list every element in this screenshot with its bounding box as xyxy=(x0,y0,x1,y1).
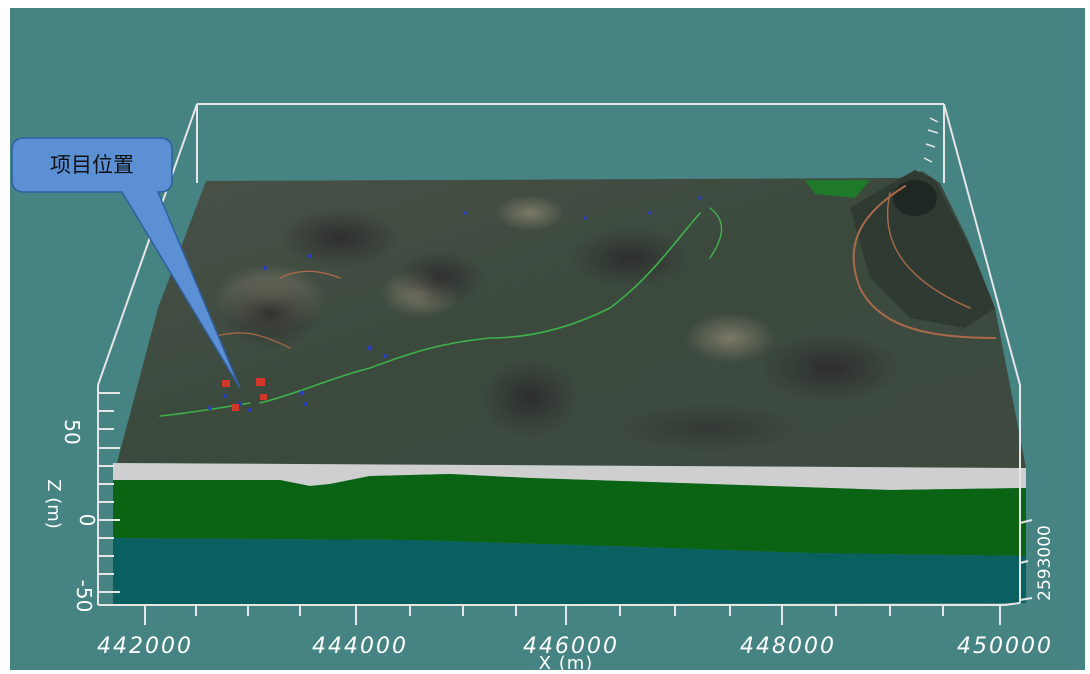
x-tick-label: 444000 xyxy=(312,634,408,659)
mountain-peak xyxy=(850,170,995,328)
z-tick-label: 0 xyxy=(75,514,99,527)
bedrock-layer xyxy=(113,538,1026,605)
x-tick-label: 442000 xyxy=(97,634,193,659)
callout-bubble xyxy=(11,137,241,389)
z-axis-ticks xyxy=(98,392,120,593)
model-viewport[interactable]: 442000 444000 446000 448000 450000 X (m)… xyxy=(10,8,1085,670)
y-axis-back-ticks xyxy=(923,117,939,163)
sand-layer xyxy=(113,463,1026,490)
z-tick-label: 50 xyxy=(60,419,84,444)
terrain-texture xyxy=(215,195,900,453)
x-axis-labels: 442000 444000 446000 448000 450000 X (m) xyxy=(97,634,1053,670)
z-axis-title: Z (m) xyxy=(43,479,64,529)
frame-back xyxy=(97,103,1021,386)
x-tick-label: 450000 xyxy=(957,634,1053,659)
y-tick-label: 2593000 xyxy=(1035,525,1055,601)
x-tick-label: 446000 xyxy=(523,634,619,659)
terrain-model-scene: 442000 444000 446000 448000 450000 X (m)… xyxy=(11,103,1055,670)
z-axis-labels: 50 0 -50 Z (m) xyxy=(43,419,99,612)
mountain-summit xyxy=(893,180,937,216)
x-axis-title: X (m) xyxy=(539,653,594,670)
terrain-lines xyxy=(159,185,996,417)
vegetation-patch xyxy=(805,180,870,198)
x-axis-ticks xyxy=(144,605,1001,625)
survey-points xyxy=(208,196,702,412)
z-tick-label: -50 xyxy=(72,580,96,613)
x-tick-label: 448000 xyxy=(740,634,836,659)
vegetation-layer xyxy=(113,474,1026,556)
project-site-markers xyxy=(222,378,267,411)
frame-front xyxy=(97,385,1021,606)
y-axis-front-ticks xyxy=(1019,519,1033,601)
